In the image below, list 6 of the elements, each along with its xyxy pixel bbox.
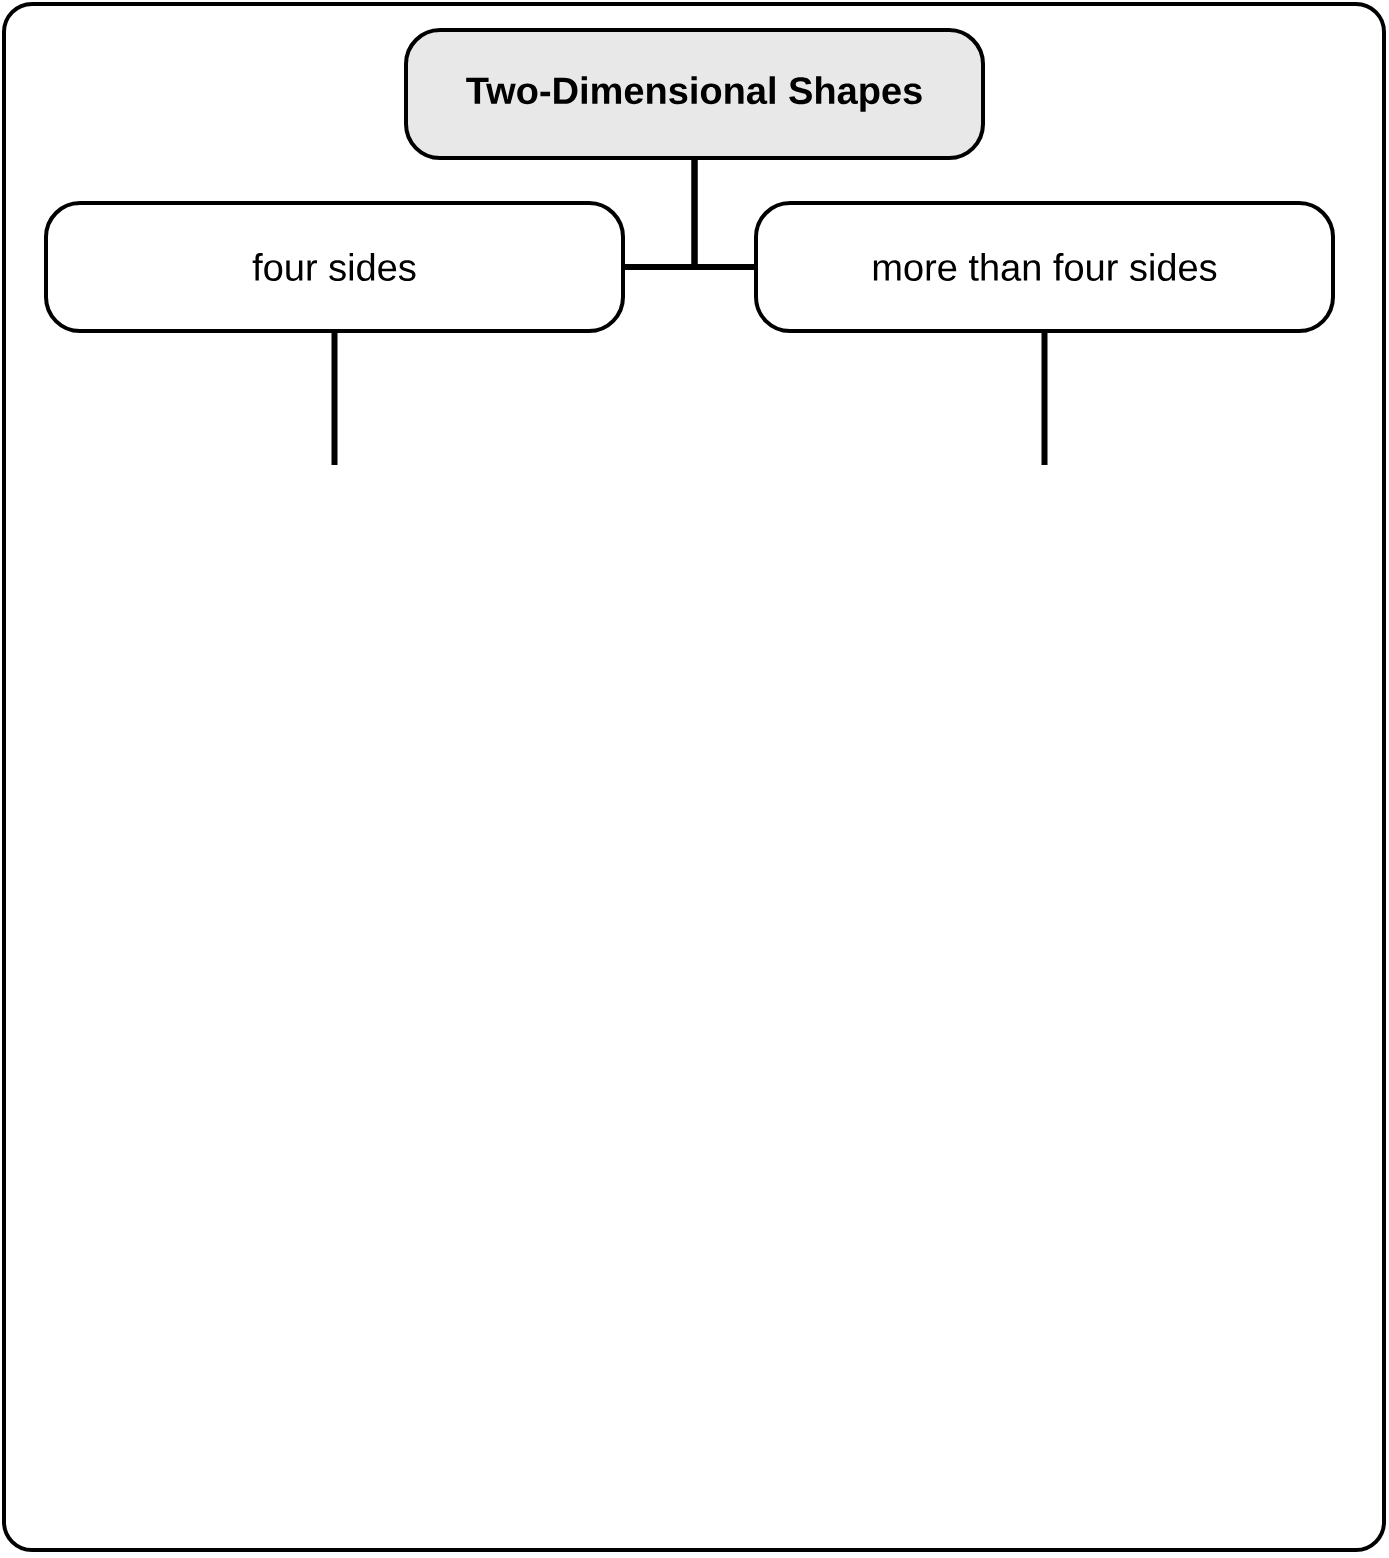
category-box: four sides	[44, 201, 625, 333]
connector-line	[1041, 333, 1048, 465]
connector-line	[331, 333, 338, 465]
title-box: Two-Dimensional Shapes	[404, 28, 985, 160]
category-box: more than four sides	[754, 201, 1335, 333]
connector-line	[691, 160, 754, 270]
